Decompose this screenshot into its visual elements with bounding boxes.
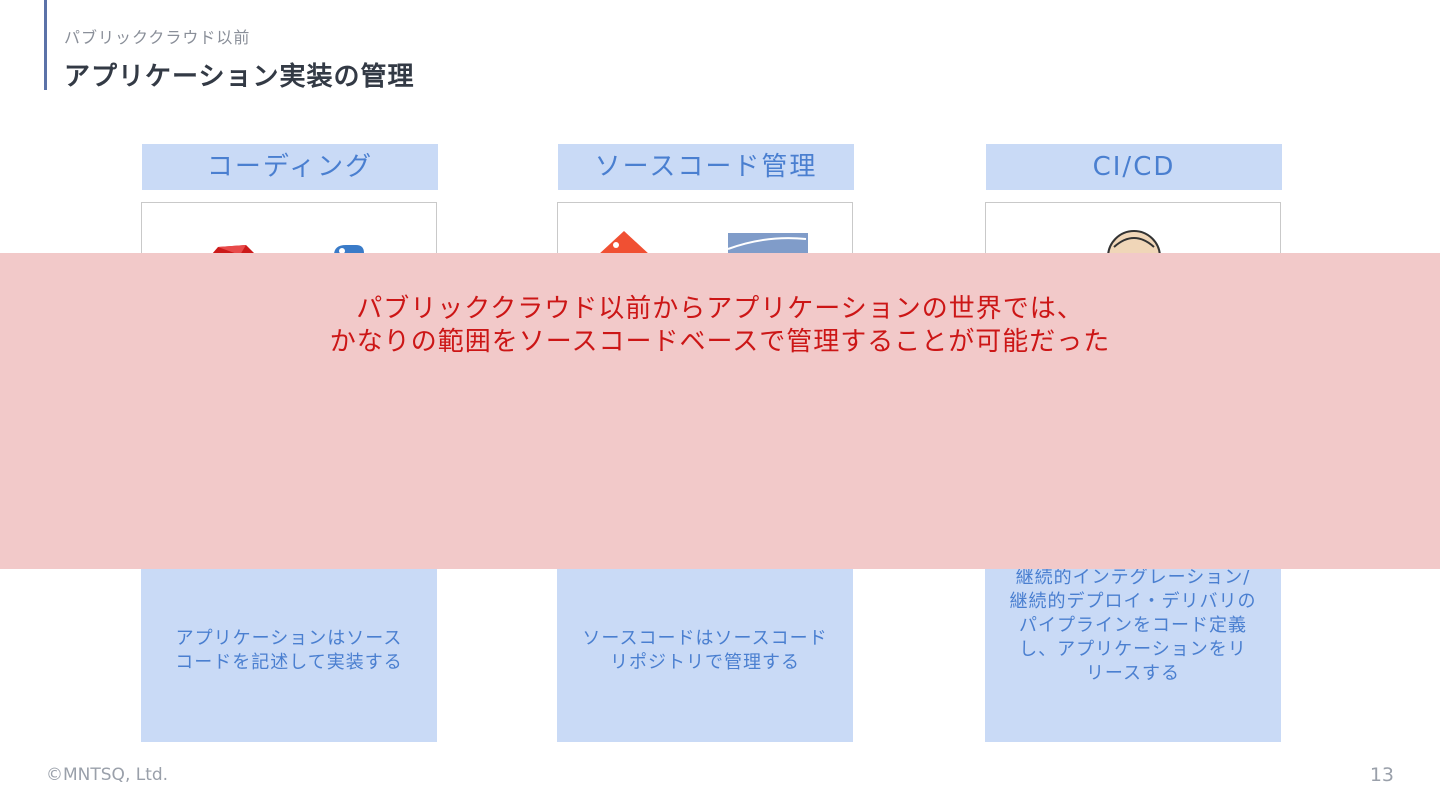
column-description-text: アプリケーションはソース コードを記述して実装する <box>175 628 403 673</box>
title-accent-bar <box>44 0 47 90</box>
footer-copyright: ©MNTSQ, Ltd. <box>46 765 169 785</box>
column-description: ソースコードはソースコード リポジトリで管理する <box>557 560 853 742</box>
column-description-text: 継続的インテグレーション/ 継続的デプロイ・デリバリの パイプラインをコード定義… <box>1009 567 1257 684</box>
overlay-message: パブリッククラウド以前からアプリケーションの世界では、 かなりの範囲をソースコー… <box>329 294 1111 357</box>
column-description: 継続的インテグレーション/ 継続的デプロイ・デリバリの パイプラインをコード定義… <box>985 560 1281 742</box>
page-title: アプリケーション実装の管理 <box>64 62 415 92</box>
git-logo-icon <box>598 231 650 255</box>
overlay-banner: パブリッククラウド以前からアプリケーションの世界では、 かなりの範囲をソースコー… <box>0 253 1440 569</box>
column-heading: コーディング <box>142 144 438 190</box>
column-heading: ソースコード管理 <box>558 144 854 190</box>
column-heading: CI/CD <box>986 144 1282 190</box>
page-number: 13 <box>1369 764 1394 786</box>
jenkins-logo-icon <box>1107 230 1161 257</box>
subversion-logo-icon <box>727 233 808 255</box>
section-subtitle: パブリッククラウド以前 <box>64 28 251 47</box>
column-description-text: ソースコードはソースコード リポジトリで管理する <box>582 628 828 673</box>
column-description: アプリケーションはソース コードを記述して実装する <box>141 560 437 742</box>
